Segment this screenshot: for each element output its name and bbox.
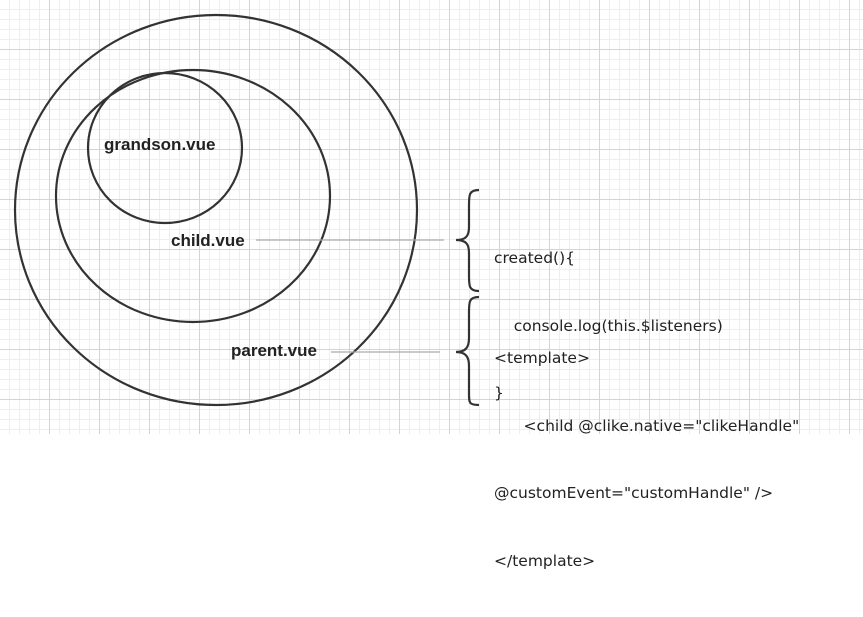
code-line: <child @clike.native="clikeHandle": [494, 416, 800, 435]
code-line: </template>: [494, 551, 596, 570]
grandson-label: grandson.vue: [104, 135, 216, 154]
parent-code-brace: [455, 295, 480, 407]
child-code-block: created(){ console.log(this.$listeners) …: [494, 202, 723, 450]
child-label: child.vue: [171, 231, 245, 250]
code-line: <template>: [494, 349, 590, 367]
code-line: @customEvent="customHandle" />: [494, 484, 774, 502]
code-line: console.log(this.$listeners): [494, 316, 723, 335]
child-code-brace: [455, 188, 480, 293]
code-line: }: [494, 384, 504, 402]
code-line: created(){: [494, 249, 575, 267]
diagram-svg: [13, 13, 480, 407]
grandson-circle: [86, 71, 244, 225]
parent-label: parent.vue: [231, 341, 317, 360]
child-circle: [54, 68, 332, 324]
parent-circle: [13, 13, 419, 407]
diagram-canvas: grandson.vue child.vue parent.vue create…: [0, 0, 863, 570]
parent-code-block: <template> <child @clike.native="clikeHa…: [494, 302, 799, 617]
